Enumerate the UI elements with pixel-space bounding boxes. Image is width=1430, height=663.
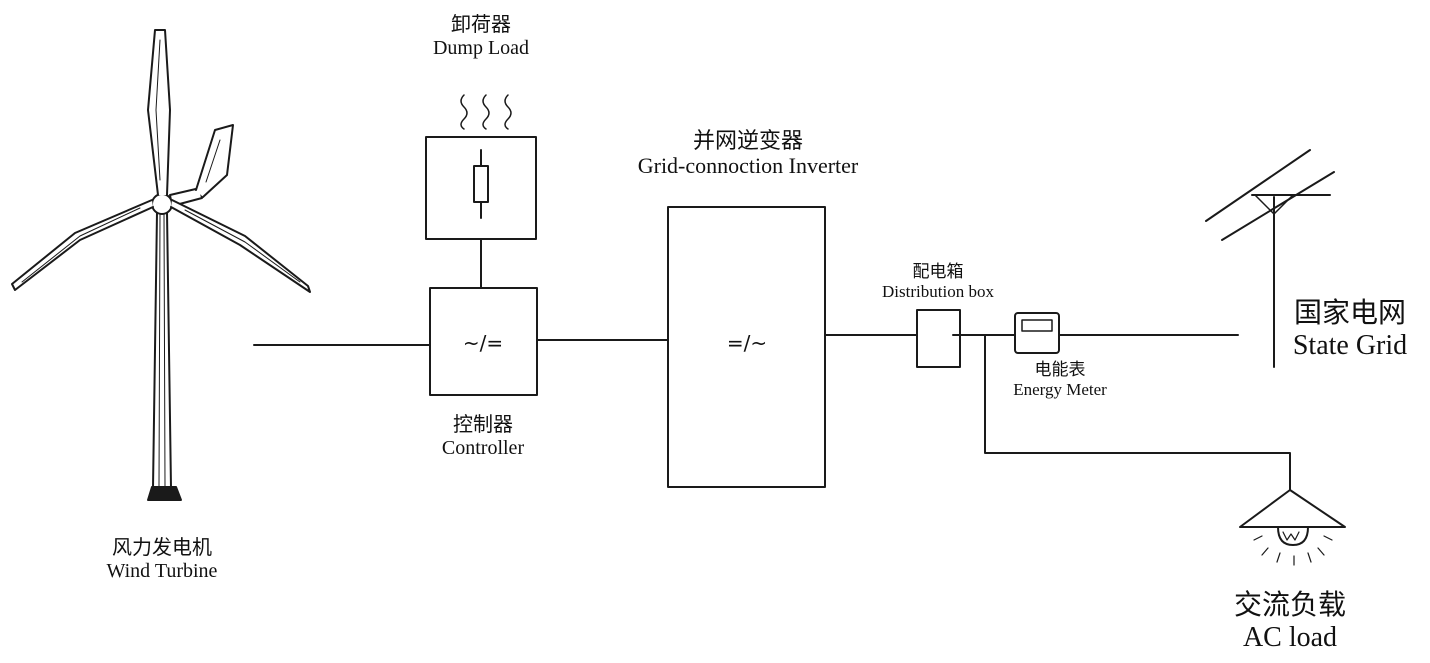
distribution-box-label: 配电箱 Distribution box: [882, 262, 994, 301]
state-grid-label: 国家电网 State Grid: [1292, 298, 1408, 362]
controller-label: 控制器 Controller: [441, 414, 525, 459]
distribution-box: [916, 309, 961, 368]
inverter-label: 并网逆变器 Grid-connoction Inverter: [637, 128, 859, 179]
lamp-icon: [1239, 489, 1346, 566]
controller-symbol: ~/=: [463, 331, 503, 355]
ac-load-label: 交流负载 AC load: [1233, 590, 1346, 654]
inverter-box: [667, 206, 826, 488]
energy-meter-label: 电能表 Energy Meter: [1013, 360, 1107, 399]
power-pole-icon: [1205, 149, 1335, 368]
wind-turbine-label: 风力发电机 Wind Turbine: [106, 537, 218, 582]
ac-load-wire: [984, 334, 1291, 491]
wind-turbine-icon: [11, 29, 311, 501]
inverter-symbol: =/~: [727, 331, 767, 355]
heat-icon: [460, 94, 512, 130]
resistor-icon: [473, 165, 489, 203]
energy-meter-icon: [1014, 312, 1060, 354]
dump-load-label: 卸荷器 Dump Load: [432, 14, 530, 59]
controller-box: [429, 287, 538, 396]
